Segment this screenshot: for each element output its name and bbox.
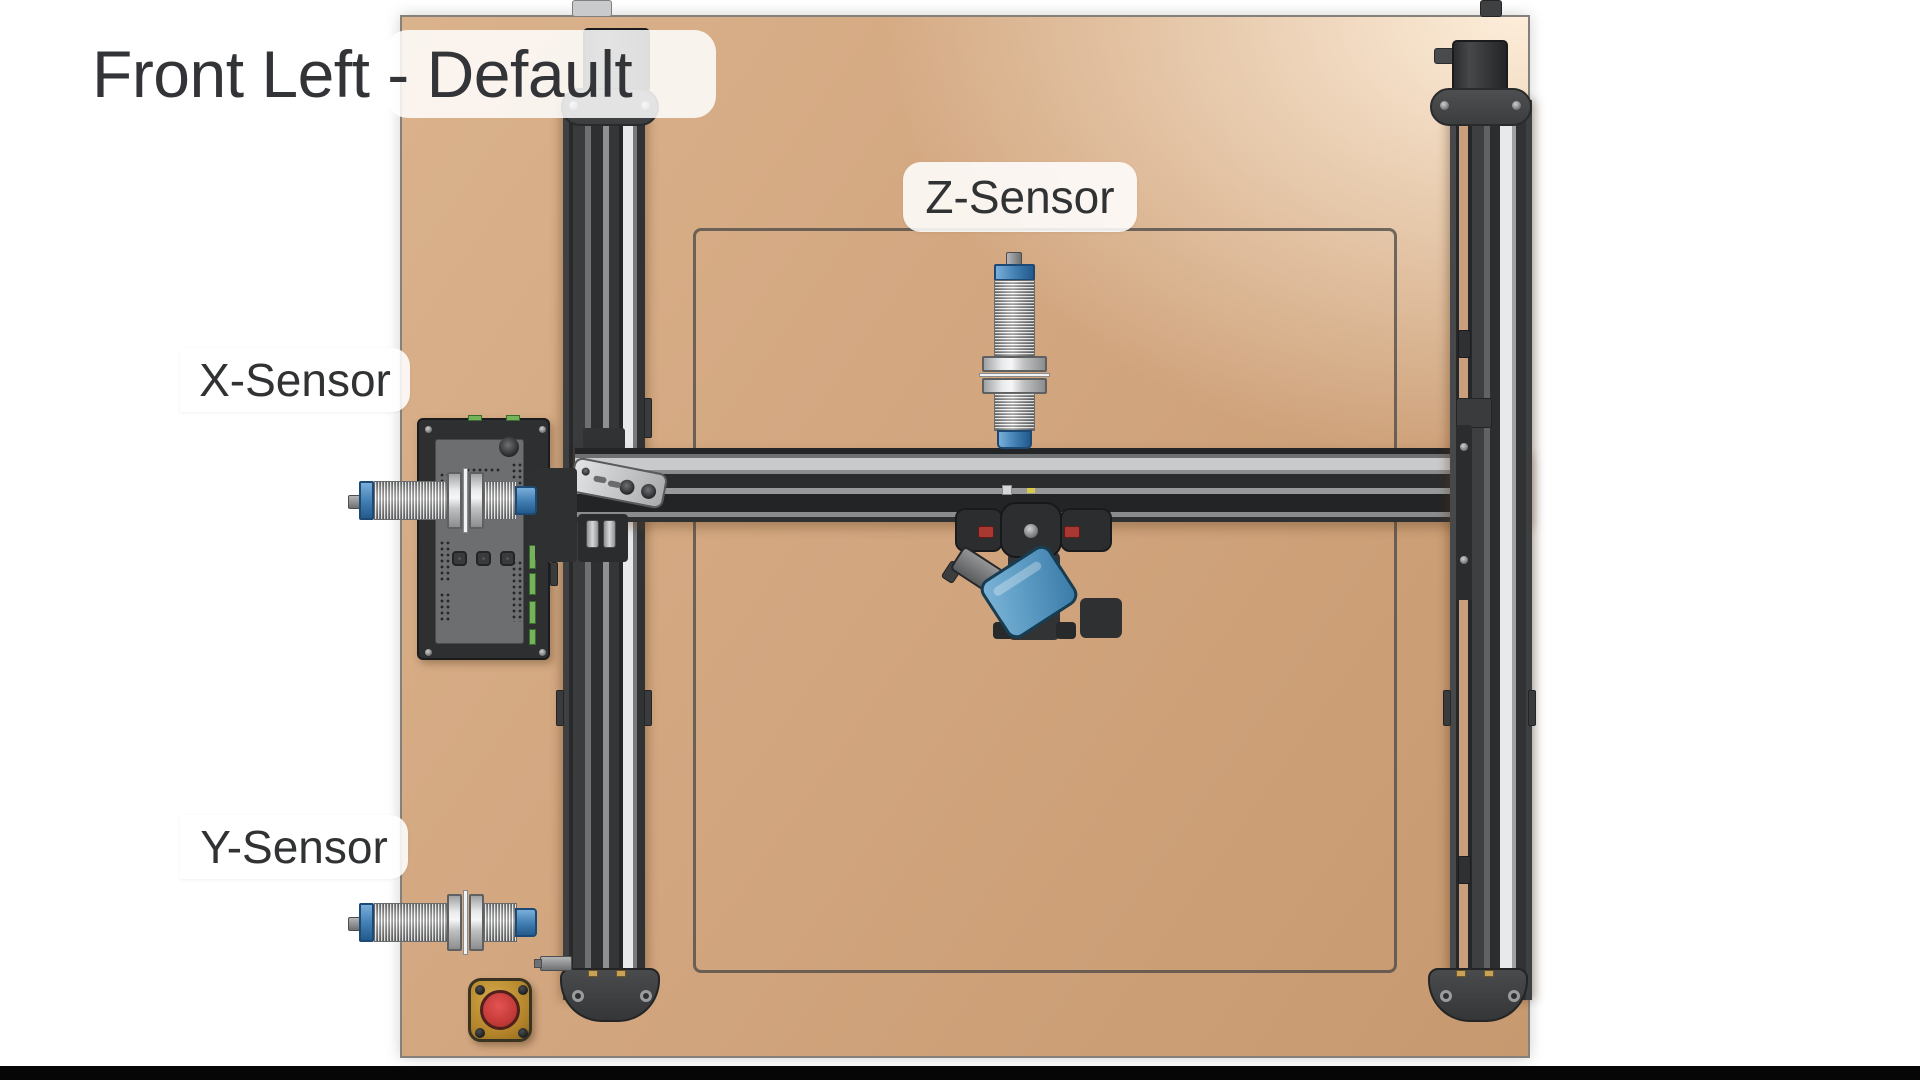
connector-green (506, 415, 520, 421)
terminal-pins (465, 467, 501, 474)
slot-clamp (1458, 856, 1471, 884)
gantry-joint-block-right (1456, 398, 1492, 428)
screw (1460, 443, 1468, 451)
roller (603, 520, 616, 548)
y-sensor-barrel (374, 903, 449, 942)
view-title-chip (386, 30, 716, 118)
screw (425, 649, 432, 656)
bottom-bar (0, 1066, 1920, 1080)
pcb-button (476, 551, 491, 566)
y-sensor-barrel (484, 903, 517, 942)
estop-red-cap (480, 990, 520, 1030)
screw (475, 1028, 485, 1038)
x-sensor-barrel (484, 481, 517, 520)
motor-connector-right (1434, 48, 1454, 64)
bracket-hole (618, 478, 637, 496)
gantry-joint-block (583, 428, 625, 450)
bracket-slot (593, 475, 607, 484)
screw (1512, 101, 1521, 110)
rail-mount-tab (1528, 690, 1536, 726)
screw (1440, 101, 1449, 110)
screw (475, 985, 485, 995)
y-sensor-cap (359, 903, 374, 942)
adjuster-screw-tip (534, 959, 542, 968)
limit-switch-mark (1484, 970, 1494, 977)
terminal-pins (439, 540, 450, 582)
screw-hole (640, 990, 652, 1002)
limit-switch-mark (588, 970, 598, 977)
terminal-pins (511, 560, 522, 622)
z-sensor[interactable] (975, 252, 1055, 452)
bracket-hole (581, 466, 591, 477)
screw (425, 426, 432, 433)
z-sensor-washer (979, 373, 1050, 377)
y-sensor-nut (469, 894, 484, 951)
connector-green (529, 629, 536, 645)
z-sensor-barrel (994, 280, 1035, 358)
bracket-hole (639, 482, 658, 501)
rail-mount-tab (556, 690, 564, 726)
adjuster-screw (540, 956, 572, 971)
y-sensor-tip (515, 908, 537, 937)
screw-hole (572, 990, 584, 1002)
x-sensor-tip (515, 486, 537, 515)
z-sensor-nut (982, 378, 1047, 394)
y-sensor-washer (463, 890, 468, 955)
z-sensor-tip (997, 430, 1032, 449)
screw (539, 426, 546, 433)
y-sensor[interactable] (348, 888, 578, 958)
screw-hole (1508, 990, 1520, 1002)
rail-mount-tab (644, 690, 652, 726)
z-sensor-nut (982, 356, 1047, 372)
z-sensor-cap (994, 264, 1035, 281)
z-sensor-label[interactable]: Z-Sensor (903, 162, 1137, 232)
x-sensor-nut (447, 472, 462, 529)
x-sensor-target-block (535, 468, 577, 562)
tool-head-bracket (1080, 598, 1122, 638)
stepper-motor-right (1452, 40, 1508, 94)
screw (518, 985, 528, 995)
y-sensor-label[interactable]: Y-Sensor (180, 815, 408, 879)
motor-cable-tab-left (572, 0, 612, 17)
rail-carriage-right (1456, 425, 1472, 600)
screw (1460, 556, 1468, 564)
pcb-button (452, 551, 467, 566)
screw (518, 1028, 528, 1038)
emergency-stop-button[interactable] (468, 978, 532, 1042)
screw-hole (1440, 990, 1452, 1002)
roller (586, 520, 599, 548)
buzzer (499, 437, 519, 457)
rail-mount-tab (644, 398, 652, 438)
motor-cable-tab-right (1480, 0, 1502, 17)
bracket-slot (607, 479, 621, 489)
connector-green (468, 415, 482, 421)
carriage-mark (1002, 485, 1012, 495)
limit-switch-mark (1456, 970, 1466, 977)
clip-red-left (978, 526, 994, 538)
x-sensor-barrel (374, 481, 449, 520)
limit-switch-mark (616, 970, 626, 977)
slot-clamp (1458, 330, 1471, 358)
x-sensor-cap (359, 481, 374, 520)
clip-red-right (1064, 526, 1080, 538)
x-sensor-washer (463, 468, 468, 533)
pcb-side-tab (550, 562, 558, 586)
z-sensor-barrel (994, 393, 1035, 431)
connector-green (529, 573, 536, 595)
rail-mount-tab (1443, 690, 1451, 726)
control-board (417, 415, 558, 660)
tool-head-foot (1056, 622, 1076, 639)
pcb-button (500, 551, 515, 566)
view-title: Front Left - Default (92, 37, 633, 111)
mount-screw (1024, 524, 1038, 538)
y-sensor-nut (447, 894, 462, 951)
tool-head (940, 440, 1135, 650)
x-sensor[interactable] (348, 466, 578, 536)
connector-green (529, 601, 536, 624)
terminal-pins (439, 592, 450, 622)
screw (539, 649, 546, 656)
carriage-mark-yellow (1027, 488, 1035, 493)
x-sensor-label[interactable]: X-Sensor (180, 348, 410, 412)
x-sensor-nut (469, 472, 484, 529)
